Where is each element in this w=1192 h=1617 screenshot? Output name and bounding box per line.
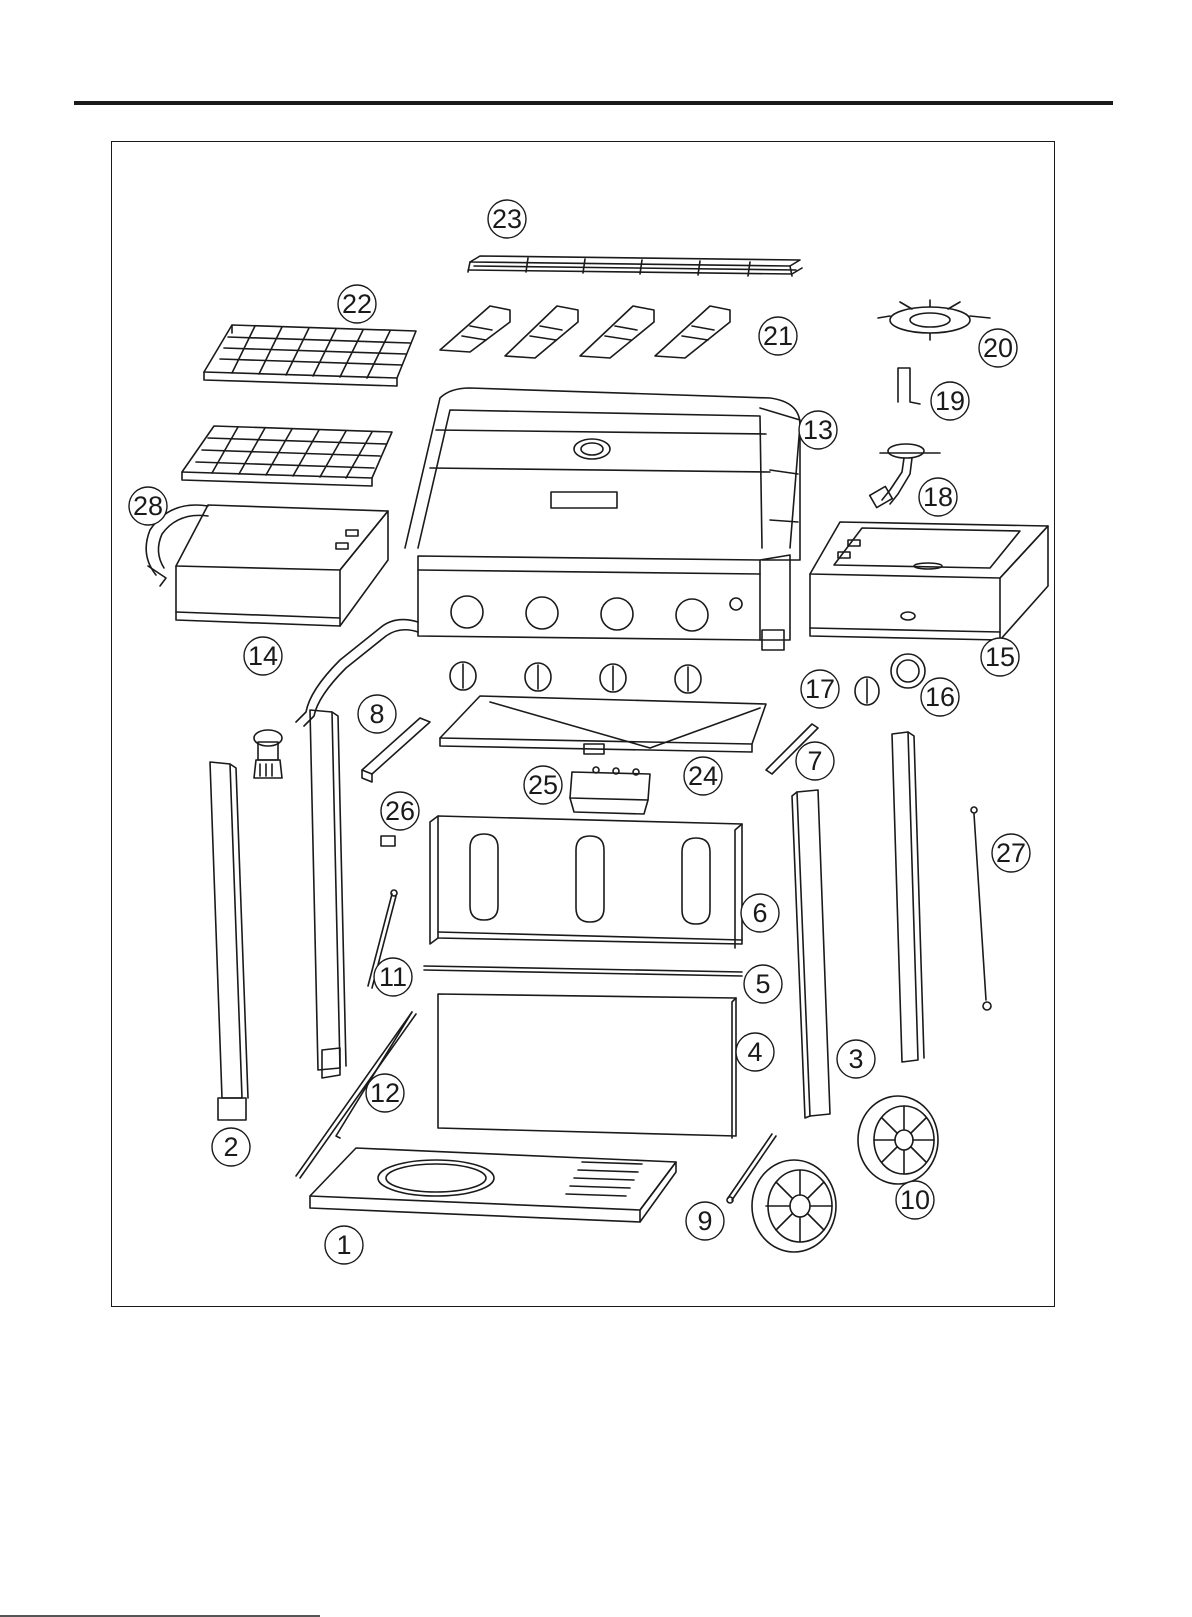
part-1-bottom-shelf: [310, 1148, 676, 1222]
part-20-side-burner-grate: [878, 300, 990, 340]
part-19-bracket: [898, 368, 920, 404]
callout-22: 22: [338, 285, 376, 323]
callout-12: 12: [366, 1074, 404, 1112]
callout-number: 23: [492, 204, 522, 234]
callout-14: 14: [244, 637, 282, 675]
callout-28: 28: [129, 487, 167, 525]
callout-number: 21: [763, 321, 793, 351]
part-leg-rear-right: [892, 732, 924, 1062]
part-24-grease-tray: [440, 696, 766, 754]
callout-16: 16: [921, 678, 959, 716]
callout-number: 14: [248, 641, 278, 671]
callout-19: 19: [931, 382, 969, 420]
callout-number: 27: [996, 838, 1026, 868]
callout-11: 11: [374, 958, 412, 996]
part-27-lighting-rod: [971, 807, 991, 1010]
callout-18: 18: [919, 478, 957, 516]
part-3-leg: [792, 790, 830, 1118]
part-25-grease-cup: [570, 767, 650, 814]
callout-number: 8: [369, 699, 384, 729]
callout-25: 25: [524, 766, 562, 804]
callout-number: 9: [697, 1206, 712, 1236]
callout-number: 3: [848, 1044, 863, 1074]
callout-number: 16: [925, 682, 955, 712]
callout-number: 13: [803, 415, 833, 445]
part-17-side-knob: [855, 677, 879, 705]
part-4-front-panel: [438, 994, 736, 1138]
part-14-left-shelf: [176, 505, 388, 626]
callout-24: 24: [684, 757, 722, 795]
callout-number: 17: [805, 674, 835, 704]
callout-6: 6: [741, 894, 779, 932]
callout-number: 26: [385, 796, 415, 826]
callout-1: 1: [325, 1226, 363, 1264]
callout-number: 19: [935, 386, 965, 416]
callout-number: 22: [342, 289, 372, 319]
part-cooking-grate-lower: [182, 426, 392, 486]
callout-7: 7: [796, 742, 834, 780]
callout-number: 18: [923, 482, 953, 512]
part-21-flame-tamers: [440, 306, 730, 358]
callout-8: 8: [358, 695, 396, 733]
callout-number: 6: [752, 898, 767, 928]
callout-number: 25: [528, 770, 558, 800]
part-leg-rear-left: [310, 710, 346, 1078]
callout-21: 21: [759, 317, 797, 355]
callout-number: 28: [133, 491, 163, 521]
callout-5: 5: [744, 965, 782, 1003]
callout-number: 20: [983, 333, 1013, 363]
callout-13: 13: [799, 411, 837, 449]
callout-number: 7: [807, 746, 822, 776]
callout-27: 27: [992, 834, 1030, 872]
callout-3: 3: [837, 1040, 875, 1078]
part-23-warming-rack: [468, 256, 802, 276]
callout-26: 26: [381, 792, 419, 830]
callout-20: 20: [979, 329, 1017, 367]
part-control-knobs: [450, 662, 701, 693]
callout-number: 11: [379, 962, 407, 992]
part-16-bezel: [891, 654, 925, 688]
part-control-panel: [418, 555, 790, 650]
callout-2: 2: [212, 1128, 250, 1166]
part-22-cooking-grate: [204, 325, 416, 386]
callout-number: 10: [900, 1185, 930, 1215]
part-26-clip: [381, 836, 395, 846]
callout-10: 10: [896, 1181, 934, 1219]
callout-number: 15: [985, 642, 1015, 672]
callout-4: 4: [736, 1033, 774, 1071]
part-6-back-panel: [430, 816, 742, 948]
callout-number: 24: [688, 761, 718, 791]
callout-23: 23: [488, 200, 526, 238]
callout-number: 1: [336, 1230, 351, 1260]
callout-number: 5: [755, 969, 770, 999]
callout-number: 12: [370, 1078, 400, 1108]
part-2-leg: [210, 762, 248, 1120]
part-10-wheels: [752, 1096, 938, 1252]
callout-number: 2: [223, 1132, 238, 1162]
callout-number: 4: [747, 1037, 762, 1067]
part-13-hood: [405, 388, 800, 560]
callout-9: 9: [686, 1202, 724, 1240]
part-15-right-shelf: [810, 522, 1048, 640]
callout-15: 15: [981, 638, 1019, 676]
part-5-rod: [424, 966, 742, 976]
callout-17: 17: [801, 670, 839, 708]
brand-plate: [552, 493, 616, 507]
